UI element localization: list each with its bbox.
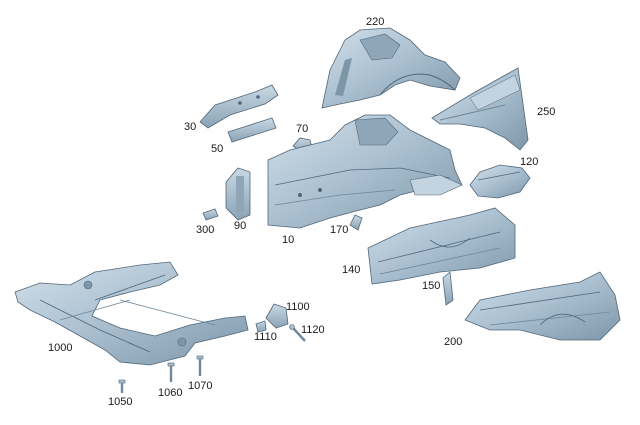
part-200-side-member[interactable] (464, 271, 621, 341)
part-250-side-panel[interactable] (431, 67, 529, 151)
label-1070[interactable]: 1070 (188, 380, 213, 392)
label-300[interactable]: 300 (196, 224, 215, 236)
part-120-bracket[interactable] (469, 164, 531, 199)
part-170-clip[interactable] (349, 214, 363, 231)
label-1050[interactable]: 1050 (108, 396, 133, 408)
label-150[interactable]: 150 (422, 280, 441, 292)
label-1110[interactable]: 1110 (254, 331, 277, 343)
label-90[interactable]: 90 (234, 220, 247, 232)
part-1060-bolt[interactable] (167, 362, 175, 382)
label-1060[interactable]: 1060 (158, 387, 183, 399)
part-140-inner-panel[interactable] (367, 207, 516, 285)
part-220-wheel-arch-upper[interactable] (321, 27, 461, 109)
part-1050-bolt[interactable] (118, 379, 126, 393)
part-1110-nut[interactable] (255, 320, 267, 333)
part-1070-bolt[interactable] (196, 355, 204, 376)
part-1100-bracket[interactable] (265, 303, 289, 329)
part-1120-bolt[interactable] (289, 324, 306, 342)
label-250[interactable]: 250 (537, 106, 556, 118)
label-50[interactable]: 50 (211, 143, 224, 155)
label-30[interactable]: 30 (184, 121, 197, 133)
label-120[interactable]: 120 (520, 156, 539, 168)
part-30-rail-bracket[interactable] (199, 84, 279, 129)
label-1100[interactable]: 1100 (286, 301, 310, 313)
label-1000[interactable]: 1000 (48, 342, 73, 354)
part-1000-subframe[interactable] (14, 261, 249, 366)
part-150-strip[interactable] (442, 271, 454, 306)
label-170[interactable]: 170 (330, 224, 349, 236)
part-90-bracket[interactable] (225, 167, 251, 221)
label-200[interactable]: 200 (444, 336, 463, 348)
label-220[interactable]: 220 (366, 16, 385, 28)
part-10-side-assembly[interactable] (267, 114, 463, 229)
label-140[interactable]: 140 (342, 264, 361, 276)
part-50-plate[interactable] (227, 117, 277, 143)
label-1120[interactable]: 1120 (301, 324, 325, 336)
part-300-plug[interactable] (202, 208, 219, 221)
label-10[interactable]: 10 (282, 234, 295, 246)
label-70[interactable]: 70 (296, 123, 309, 135)
